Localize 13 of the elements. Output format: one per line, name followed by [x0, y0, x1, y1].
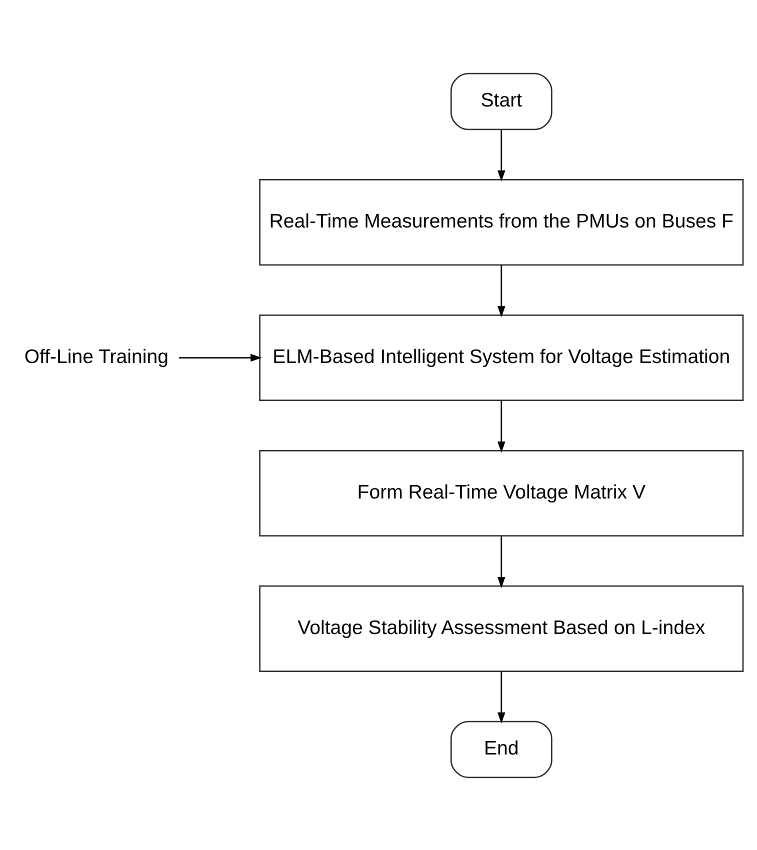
- node-box: Voltage Stability Assessment Based on L-index: [259, 584, 744, 672]
- arrow: [497, 670, 506, 724]
- arrow: [497, 264, 506, 317]
- arrow: [179, 353, 262, 362]
- arrow: [497, 400, 506, 452]
- node-text: Off-Line Training: [24, 345, 168, 368]
- node-box: Real-Time Measurements from the PMUs on Buses F: [259, 178, 744, 266]
- arrow: [497, 535, 506, 588]
- arrow: [497, 129, 506, 182]
- node-box: Start: [450, 72, 552, 130]
- node-box: ELM-Based Intelligent System for Voltage Estimation: [259, 314, 744, 401]
- node-box: End: [450, 720, 552, 778]
- node-box: Form Real-Time Voltage Matrix V: [259, 449, 744, 536]
